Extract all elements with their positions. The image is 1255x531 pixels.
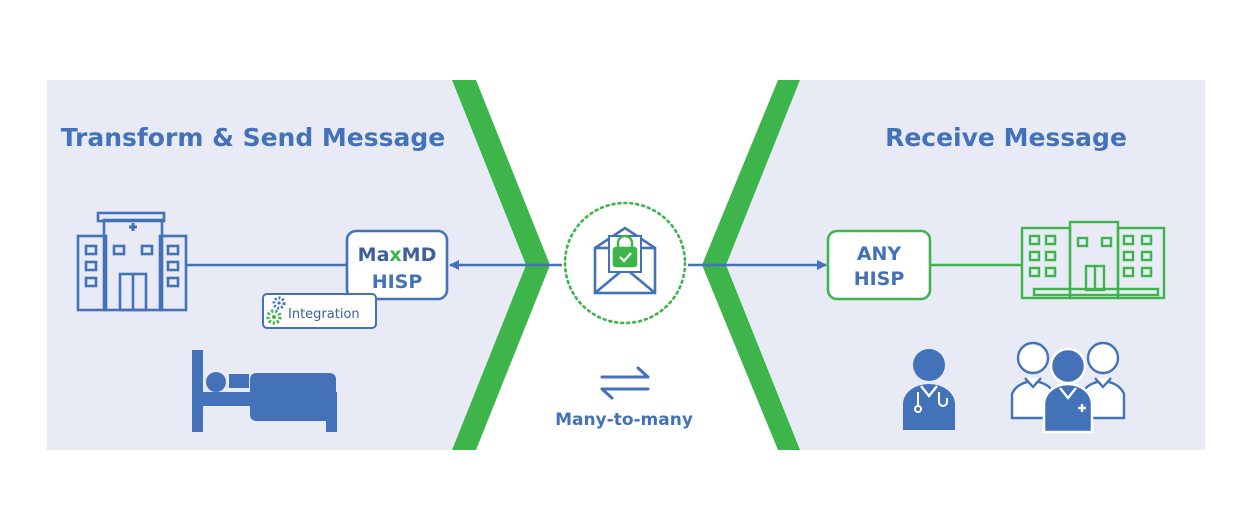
integration-badge: Integration	[262, 293, 377, 329]
integration-label: Integration	[288, 307, 360, 322]
maxmd-hisp-label: HISP	[372, 271, 423, 293]
clinic-building-icon	[1020, 220, 1166, 300]
right-panel-title: Receive Message	[885, 123, 1127, 152]
gear-icon	[266, 296, 286, 325]
care-team-icon	[1010, 341, 1126, 434]
secure-envelope-icon	[593, 226, 657, 295]
many-to-many-caption: Many-to-many	[555, 410, 693, 430]
secure-envelope-group	[563, 201, 687, 325]
doctor-icon	[903, 349, 955, 430]
exchange-arrows-icon	[600, 366, 650, 400]
maxmd-logo: MaxMD	[358, 244, 437, 266]
left-panel-title: Transform & Send Message	[61, 123, 446, 152]
maxmd-hisp-box: MaxMD HISP	[345, 229, 449, 301]
any-hisp-line1: ANY	[857, 243, 902, 265]
hospital-icon	[76, 211, 188, 312]
any-hisp-line2: HISP	[854, 268, 905, 290]
patient-bed-icon	[192, 350, 337, 432]
any-hisp-box: ANY HISP	[826, 229, 932, 301]
